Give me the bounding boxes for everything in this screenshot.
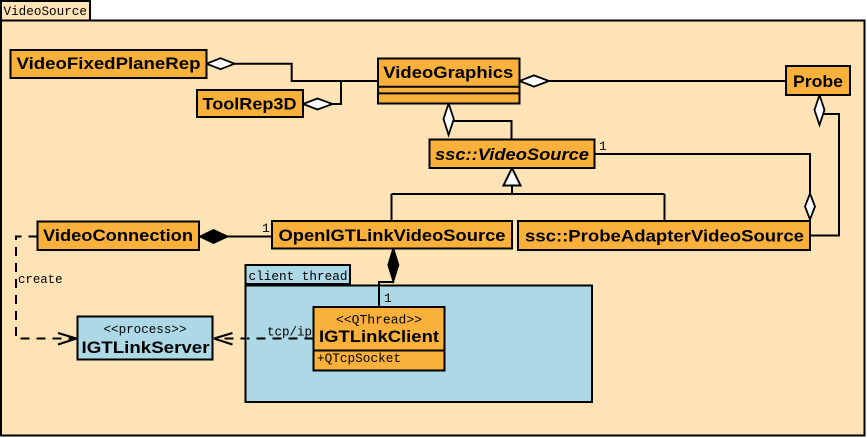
- svg-text:tcp/ip: tcp/ip: [267, 325, 312, 340]
- svg-text:ssc::ProbeAdapterVideoSource: ssc::ProbeAdapterVideoSource: [525, 227, 804, 246]
- svg-text:<<process>>: <<process>>: [104, 322, 187, 337]
- svg-text:VideoGraphics: VideoGraphics: [383, 63, 513, 82]
- svg-text:1: 1: [262, 221, 270, 236]
- svg-text:ssc::VideoSource: ssc::VideoSource: [435, 145, 589, 164]
- svg-text:<<QThread>>: <<QThread>>: [336, 313, 422, 328]
- svg-text:IGTLinkServer: IGTLinkServer: [82, 338, 210, 357]
- svg-text:VideoSource: VideoSource: [4, 4, 88, 19]
- svg-text:Probe: Probe: [793, 72, 843, 91]
- svg-text:ToolRep3D: ToolRep3D: [203, 95, 297, 114]
- svg-text:+QTcpSocket: +QTcpSocket: [317, 351, 401, 366]
- svg-text:OpenIGTLinkVideoSource: OpenIGTLinkVideoSource: [279, 226, 506, 245]
- svg-text:client thread: client thread: [249, 269, 348, 284]
- svg-text:IGTLinkClient: IGTLinkClient: [319, 327, 439, 346]
- svg-text:create: create: [18, 272, 63, 287]
- svg-text:VideoFixedPlaneRep: VideoFixedPlaneRep: [17, 54, 201, 73]
- svg-text:1: 1: [384, 291, 392, 306]
- svg-text:1: 1: [599, 139, 607, 154]
- svg-text:VideoConnection: VideoConnection: [43, 226, 193, 245]
